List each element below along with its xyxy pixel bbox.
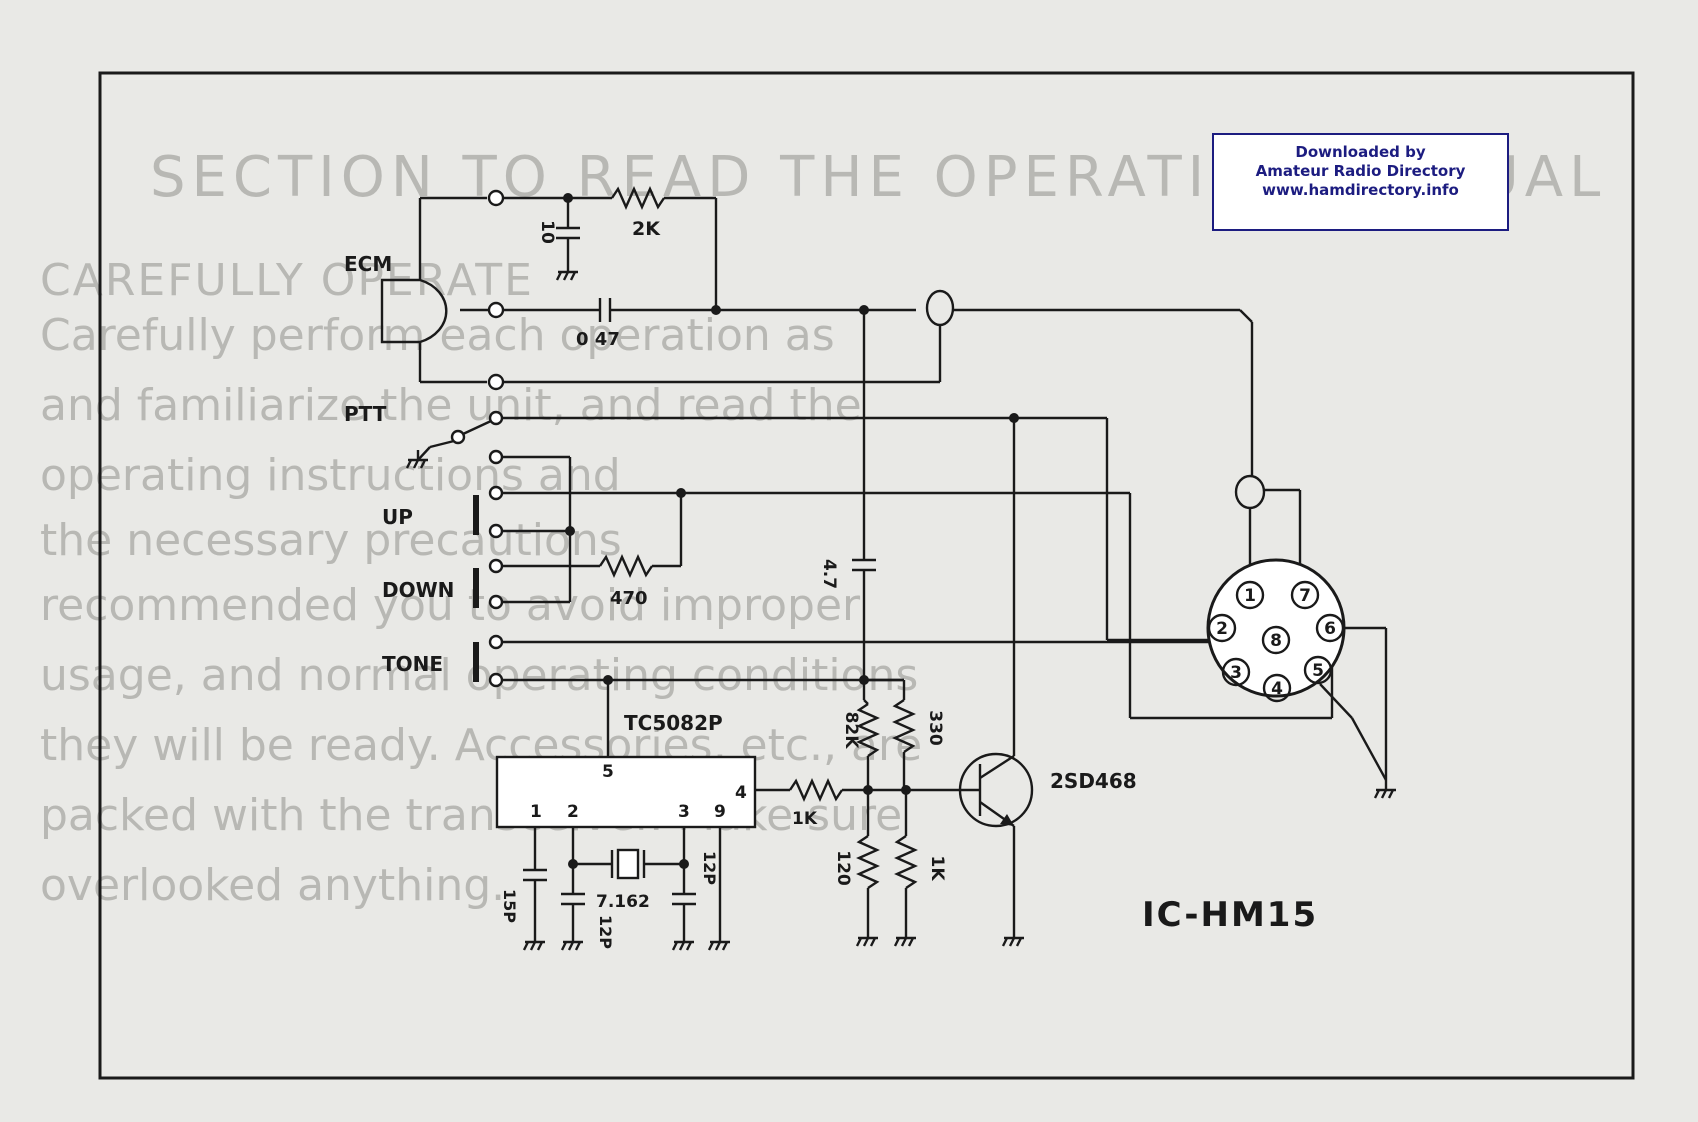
connector-pin <box>1207 613 1237 643</box>
resistor-120-symbol <box>856 835 880 889</box>
resistor-470-label: 470 <box>610 588 648 609</box>
connector-pin-label: 8 <box>1270 631 1282 651</box>
resistor-82k-label: 82K <box>841 712 861 750</box>
terminal <box>488 634 504 650</box>
crystal-symbol <box>616 848 640 880</box>
ground-symbol <box>671 930 696 952</box>
transistor-label: 2SD468 <box>1050 769 1137 793</box>
ground-symbol <box>707 930 732 952</box>
resistor-1k-symbol <box>789 778 843 802</box>
connector-pin <box>1262 673 1292 703</box>
terminal <box>487 373 505 391</box>
ground-symbol <box>1373 778 1398 800</box>
ptt-label: PTT <box>344 402 387 426</box>
resistor-2k-symbol <box>611 186 665 210</box>
ground-symbol <box>560 930 585 952</box>
terminal <box>488 410 504 426</box>
up-switch-symbol <box>473 495 479 535</box>
connector-pin <box>1303 655 1333 685</box>
ground-symbol <box>522 930 547 952</box>
ic-pin-label: 4 <box>735 783 747 803</box>
wire <box>1319 683 1353 719</box>
connector-pin-label: 4 <box>1271 679 1283 699</box>
ic-tc5082p-body <box>495 755 757 829</box>
ecm-label: ECM <box>344 252 392 276</box>
download-notice-box: Downloaded by Amateur Radio Directory ww… <box>1212 133 1509 231</box>
capacitor-12p-b-label: 12P <box>700 851 719 885</box>
download-notice-url[interactable]: www.hamdirectory.info <box>1262 181 1459 199</box>
resistor-82k-symbol <box>856 703 880 757</box>
resistor-470-symbol <box>599 554 653 578</box>
ground-symbol <box>555 260 580 282</box>
ptt-switch-lever <box>462 419 492 436</box>
down-label: DOWN <box>382 578 454 602</box>
resistor-330-label: 330 <box>925 710 945 746</box>
resistor-120-label: 120 <box>833 850 853 886</box>
terminal <box>487 189 505 207</box>
capacitor-12p-a-label: 12P <box>596 915 615 949</box>
connector-pin <box>1221 657 1251 687</box>
wire <box>1239 309 1253 323</box>
connector-pin <box>1235 580 1265 610</box>
connector-pins <box>1207 580 1345 703</box>
terminal <box>488 672 504 688</box>
terminal <box>450 429 466 445</box>
connector-pin <box>1290 580 1320 610</box>
capacitor-047-label: 0 47 <box>576 329 620 350</box>
down-switch-symbol <box>473 568 479 608</box>
ground-symbol <box>855 926 880 948</box>
transistor-2sd468-symbol <box>958 752 1034 828</box>
ground-symbol <box>893 926 918 948</box>
connector-pin-label: 1 <box>1244 586 1256 606</box>
resistor-1k-b-symbol <box>894 835 918 889</box>
terminal <box>488 594 504 610</box>
up-label: UP <box>382 505 413 529</box>
capacitor-15p-label: 15P <box>500 889 519 923</box>
wire <box>417 446 431 461</box>
connector-pin-label: 6 <box>1324 619 1336 639</box>
download-notice-line: Amateur Radio Directory <box>1255 162 1466 180</box>
wire <box>1350 717 1388 781</box>
connector-pin <box>1315 613 1345 643</box>
terminal <box>488 449 504 465</box>
model-label: IC-HM15 <box>1142 895 1318 935</box>
resistor-2k-label: 2K <box>632 218 661 240</box>
ecm-microphone-symbol <box>380 278 448 344</box>
connector-pin-label: 3 <box>1230 663 1242 683</box>
connector-pin-label: 7 <box>1299 586 1311 606</box>
terminal <box>488 558 504 574</box>
connector-pin-label: 5 <box>1312 661 1324 681</box>
junction <box>711 305 721 315</box>
diagram-frame <box>98 71 1635 1080</box>
junction <box>565 526 575 536</box>
resistor-1k-label: 1K <box>792 809 818 829</box>
tone-switch-symbol <box>473 642 479 682</box>
resistor-1k-b-label: 1K <box>927 855 947 881</box>
shield-symbol <box>925 289 955 327</box>
ic-chip-label: TC5082P <box>624 711 723 735</box>
capacitor-47-label: 4.7 <box>819 559 839 589</box>
terminal <box>488 485 504 501</box>
ic-pin-label: 2 <box>567 802 579 822</box>
shield-symbol <box>1234 474 1266 510</box>
resistor-330-symbol <box>892 699 916 753</box>
ic-pin-label: 9 <box>714 802 726 822</box>
ic-pin-label: 1 <box>530 802 542 822</box>
download-notice-line: Downloaded by <box>1295 143 1426 161</box>
transistor-emitter-arrow <box>1000 814 1014 826</box>
connector-pin-label: 2 <box>1216 619 1228 639</box>
ground-symbol <box>1001 926 1026 948</box>
terminal <box>487 301 505 319</box>
crystal-label: 7.162 <box>596 892 650 912</box>
ic-pin-label: 5 <box>602 762 614 782</box>
transistor-collector <box>979 754 1015 780</box>
terminal <box>488 523 504 539</box>
connector-pin <box>1261 625 1291 655</box>
capacitor-10-label: 10 <box>537 220 557 244</box>
ic-pin-label: 3 <box>678 802 690 822</box>
tone-label: TONE <box>382 652 443 676</box>
